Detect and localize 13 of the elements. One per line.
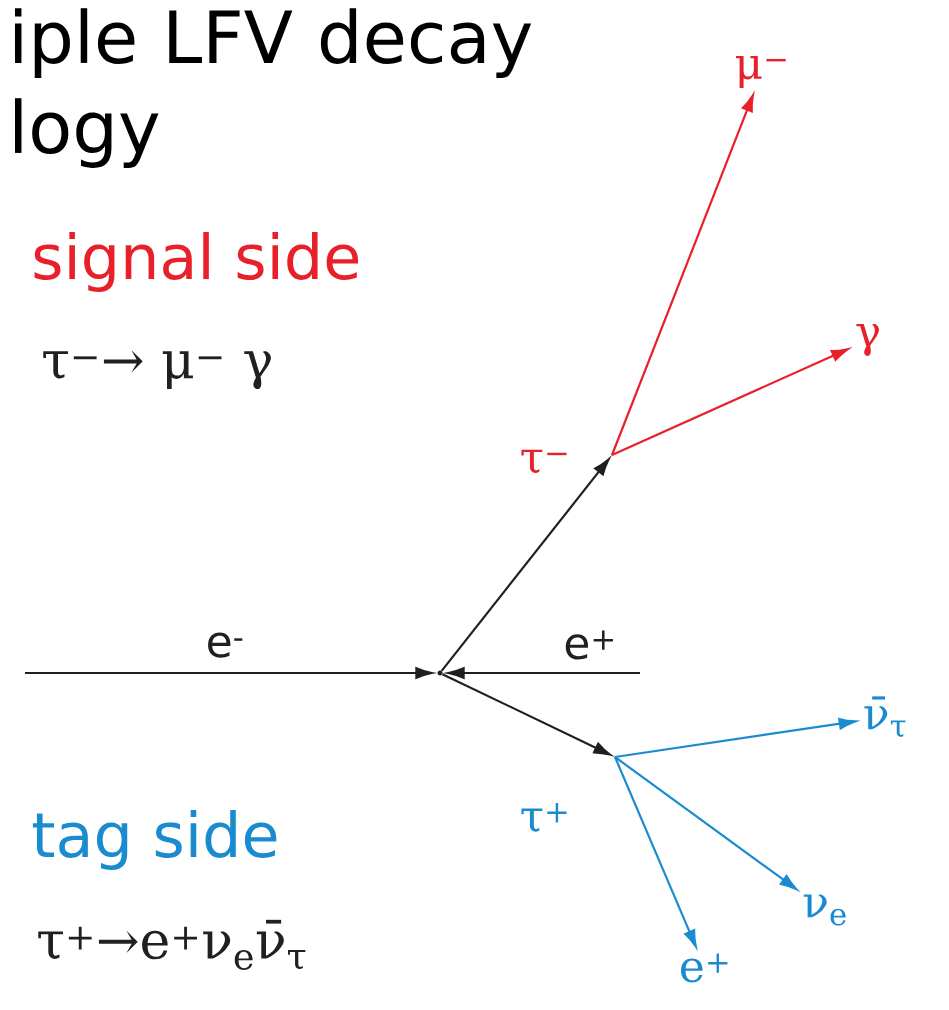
- decay-formula: τ$^{−}$→ μ$^{−}$ γ: [43, 350, 271, 390]
- title: iple LFV decay logy: [15, 8, 532, 168]
- particle-label: τ$^{+}$: [521, 803, 567, 832]
- particle-label: μ$^{−}$: [736, 56, 786, 88]
- edge-label: e$^{-}$: [204, 631, 246, 659]
- side-heading: tag side: [32, 810, 277, 870]
- particle-label: e$^{+}$: [681, 953, 728, 983]
- decay-formula: τ$^{+}$→e$^{+}$ν$_{e}$ν̄$_{τ}$: [38, 919, 306, 970]
- particle-label: γ: [856, 323, 879, 356]
- particle-label: ν$_{e}$: [803, 894, 846, 926]
- vertex-point: [437, 670, 443, 676]
- particle-label: ν̄$_{τ}$: [864, 696, 906, 737]
- side-heading: signal side: [34, 232, 359, 292]
